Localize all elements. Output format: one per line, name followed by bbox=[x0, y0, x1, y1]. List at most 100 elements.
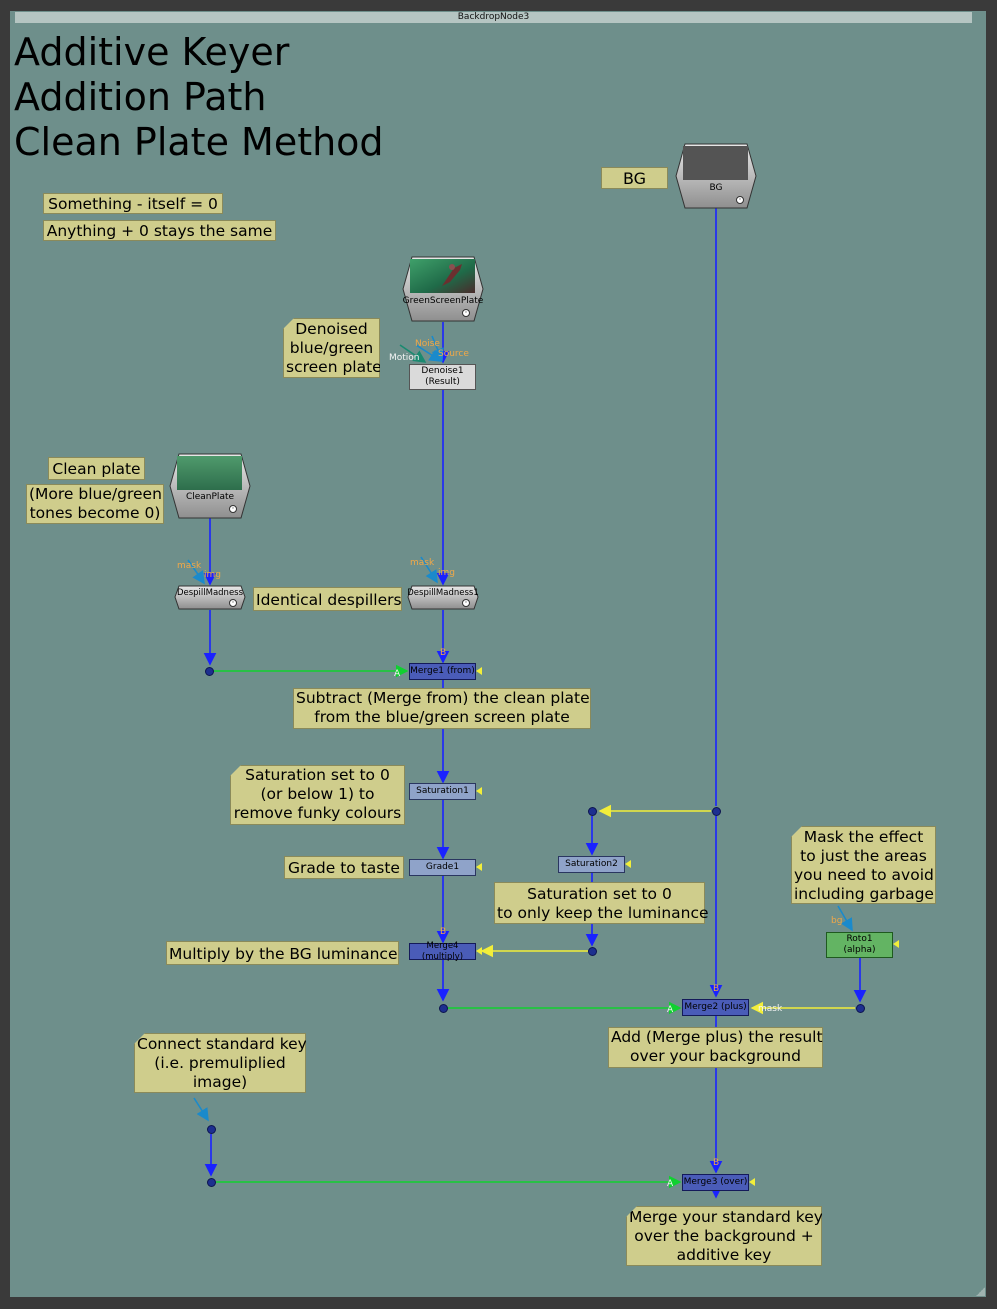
note-identical-despillers[interactable]: Identical despillers bbox=[253, 587, 402, 611]
cleanplate-node-viewer-icon: ◦ bbox=[229, 505, 237, 513]
wire-source-input bbox=[431, 335, 444, 362]
dot-merge4-out[interactable] bbox=[439, 1004, 448, 1013]
merge3-a-label: A bbox=[667, 1179, 674, 1189]
note-saturation1[interactable]: Saturation set to 0 (or below 1) to remo… bbox=[230, 765, 405, 825]
merge3-node[interactable]: Merge3 (over) bbox=[682, 1174, 749, 1191]
wire-key-input bbox=[193, 1097, 209, 1122]
despill1-label: DespillMadness bbox=[176, 588, 244, 598]
dot-bg-split[interactable] bbox=[712, 807, 721, 816]
merge4-mask-input[interactable] bbox=[476, 947, 482, 955]
backdrop-heading: Additive Keyer Addition Path Clean Plate… bbox=[14, 30, 384, 165]
note-add-line: over your background bbox=[630, 1047, 801, 1065]
merge2-node[interactable]: Merge2 (plus) bbox=[682, 999, 749, 1016]
note-merge3[interactable]: Merge your standard key over the backgro… bbox=[626, 1206, 822, 1266]
note-saturation2[interactable]: Saturation set to 0 to only keep the lum… bbox=[494, 882, 709, 924]
merge3-b-label: B bbox=[713, 1158, 720, 1168]
cleanplate-node-label: CleanPlate bbox=[185, 492, 235, 502]
note-bg[interactable]: BG bbox=[601, 167, 668, 189]
note-connect[interactable]: Connect standard key (i.e. premuliplied … bbox=[134, 1033, 306, 1093]
note-saturation1-line: (or below 1) to bbox=[260, 785, 375, 803]
greenscreen-node-label: GreenScreenPlate bbox=[402, 296, 484, 306]
saturation2-mask-input[interactable] bbox=[625, 860, 631, 868]
note-add[interactable]: Add (Merge plus) the result over your ba… bbox=[608, 1027, 823, 1068]
note-subtract-line: Subtract (Merge from) the clean plate bbox=[296, 689, 590, 707]
saturation1-mask-input[interactable] bbox=[476, 787, 482, 795]
greenscreen-read-node[interactable] bbox=[402, 256, 484, 322]
backdrop-resize-handle[interactable] bbox=[976, 1287, 985, 1296]
dot-standard-key-in[interactable] bbox=[207, 1125, 216, 1134]
wire-motion-input bbox=[399, 344, 427, 363]
input-source-label: Source bbox=[438, 349, 469, 359]
note-connect-line: (i.e. premuliplied bbox=[154, 1054, 286, 1072]
backdrop-title[interactable]: BackdropNode3 bbox=[15, 12, 972, 23]
wire-despill1-mask-input bbox=[187, 559, 205, 585]
note-merge3-line: over the background + bbox=[634, 1227, 814, 1245]
merge1-b-label: B bbox=[440, 648, 447, 658]
greenscreen-node-viewer-icon: ◦ bbox=[462, 309, 470, 317]
merge1-node[interactable]: Merge1 (from) bbox=[409, 663, 476, 680]
note-saturation2-line: to only keep the luminance bbox=[497, 904, 709, 922]
note-more-blue[interactable]: (More blue/green tones become 0) bbox=[26, 484, 164, 524]
note-mask-line: you need to avoid bbox=[794, 866, 934, 884]
note-mask-line: including garbage bbox=[794, 885, 934, 903]
note-merge3-line: Merge your standard key bbox=[629, 1208, 823, 1226]
note-more-blue-line: tones become 0) bbox=[29, 504, 161, 522]
note-denoised-line: screen plate bbox=[286, 358, 382, 376]
input-noise-label: Noise bbox=[415, 339, 440, 349]
dot-standard-key-out[interactable] bbox=[207, 1178, 216, 1187]
denoise1-label: Denoise1 bbox=[421, 366, 464, 376]
bg-node-viewer-icon: ◦ bbox=[736, 196, 744, 204]
note-subtract[interactable]: Subtract (Merge from) the clean plate fr… bbox=[293, 688, 591, 729]
roto1-bg-label: bg bbox=[831, 916, 843, 926]
note-multiply[interactable]: Multiply by the BG luminance bbox=[166, 941, 399, 965]
despill2-mask-label: mask bbox=[410, 558, 435, 568]
dot-clean-plate[interactable] bbox=[205, 667, 214, 676]
heading-line-2: Addition Path bbox=[14, 75, 267, 119]
dot-saturation2-out[interactable] bbox=[588, 947, 597, 956]
note-subtract-line: from the blue/green screen plate bbox=[314, 708, 570, 726]
note-something[interactable]: Something - itself = 0 bbox=[43, 193, 223, 214]
despill1-mask-label: mask bbox=[177, 561, 202, 571]
merge1-mask-input[interactable] bbox=[476, 667, 482, 675]
roto1-sublabel: (alpha) bbox=[843, 945, 876, 955]
note-mask-line: Mask the effect bbox=[803, 828, 924, 846]
dot-bg-to-saturation[interactable] bbox=[588, 807, 597, 816]
saturation1-node[interactable]: Saturation1 bbox=[409, 783, 476, 800]
dot-roto-out[interactable] bbox=[856, 1004, 865, 1013]
despill1-img-label: img bbox=[204, 570, 221, 580]
merge2-b-label: B bbox=[713, 984, 720, 994]
note-grade[interactable]: Grade to taste bbox=[284, 856, 404, 879]
note-denoised[interactable]: Denoised blue/green screen plate bbox=[283, 318, 380, 378]
note-clean-plate[interactable]: Clean plate bbox=[48, 457, 145, 480]
despill2-label: DespillMadness1 bbox=[407, 588, 479, 598]
note-saturation1-line: Saturation set to 0 bbox=[245, 766, 390, 784]
note-merge3-line: additive key bbox=[676, 1246, 772, 1264]
note-mask-line: to just the areas bbox=[800, 847, 927, 865]
cleanplate-read-node[interactable] bbox=[169, 453, 251, 519]
despill2-node[interactable] bbox=[407, 585, 479, 610]
note-more-blue-line: (More blue/green bbox=[29, 485, 162, 503]
roto1-mask-input[interactable] bbox=[893, 940, 899, 948]
roto1-node[interactable]: Roto1 (alpha) bbox=[826, 932, 893, 958]
wire-roto-bg-input bbox=[837, 905, 853, 932]
note-anything[interactable]: Anything + 0 stays the same bbox=[43, 220, 276, 241]
grade1-mask-input[interactable] bbox=[476, 863, 482, 871]
saturation2-node[interactable]: Saturation2 bbox=[558, 856, 625, 873]
note-add-line: Add (Merge plus) the result bbox=[611, 1028, 823, 1046]
grade1-node[interactable]: Grade1 bbox=[409, 859, 476, 876]
heading-line-1: Additive Keyer bbox=[14, 30, 290, 74]
roto1-label: Roto1 bbox=[846, 934, 873, 944]
merge3-mask-input[interactable] bbox=[749, 1178, 755, 1186]
merge2-a-label: A bbox=[667, 1005, 674, 1015]
merge4-node[interactable]: Merge4 (multiply) bbox=[409, 941, 476, 962]
note-connect-line: image) bbox=[192, 1073, 248, 1091]
note-denoised-line: blue/green bbox=[289, 339, 374, 357]
despill2-img-label: img bbox=[438, 568, 455, 578]
despill1-node[interactable] bbox=[174, 585, 246, 610]
denoise1-node[interactable]: Denoise1 (Result) bbox=[409, 364, 476, 390]
note-mask[interactable]: Mask the effect to just the areas you ne… bbox=[791, 826, 936, 904]
note-saturation2-line: Saturation set to 0 bbox=[527, 885, 672, 903]
bg-read-node[interactable] bbox=[675, 143, 757, 209]
